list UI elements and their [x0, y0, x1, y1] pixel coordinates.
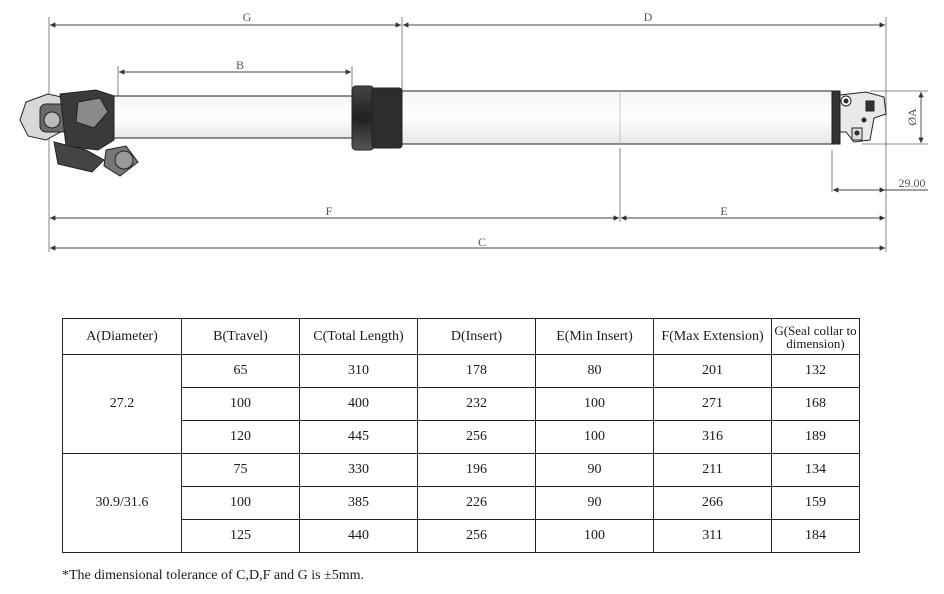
header-g: G(Seal collar to dimension)	[771, 318, 860, 355]
table-cell: 440	[299, 519, 418, 553]
header-d: D(Insert)	[417, 318, 536, 355]
table-row: 27.2 65 310 178 80 201 132	[62, 354, 860, 454]
table-cell: 168	[771, 387, 860, 421]
diameter-cell: 27.2	[62, 354, 182, 454]
table-cell: 400	[299, 387, 418, 421]
table-cell: 256	[417, 420, 536, 454]
dimension-lines	[50, 22, 928, 251]
table-cell: 201	[653, 354, 772, 388]
header-f: F(Max Extension)	[653, 318, 772, 355]
table-row: 30.9/31.6 75 330 196 90 211 134	[62, 453, 860, 553]
table-cell: 211	[653, 453, 772, 487]
table-cell: 178	[417, 354, 536, 388]
table-cell: 385	[299, 486, 418, 520]
label-b: B	[236, 58, 244, 72]
table-row: 100 385 226 90 266 159	[63, 486, 860, 520]
table-cell: 100	[535, 420, 654, 454]
label-d: D	[644, 10, 653, 24]
table-cell: 120	[181, 420, 300, 454]
header-c: C(Total Length)	[299, 318, 418, 355]
table-cell: 316	[653, 420, 772, 454]
svg-text:KS: KS	[358, 112, 368, 124]
table-cell: 100	[181, 486, 300, 520]
table-cell: 256	[417, 519, 536, 553]
table-cell: 125	[181, 519, 300, 553]
seatpost: KS	[19, 85, 887, 177]
spec-table: A(Diameter) B(Travel) C(Total Length) D(…	[62, 318, 860, 553]
stanchion-tube	[111, 95, 357, 139]
label-g: G	[243, 10, 252, 24]
table-cell: 100	[535, 519, 654, 553]
table-cell: 445	[299, 420, 418, 454]
table-cell: 132	[771, 354, 860, 388]
table-cell: 310	[299, 354, 418, 388]
table-cell: 271	[653, 387, 772, 421]
table-cell: 189	[771, 420, 860, 454]
table-cell: 100	[535, 387, 654, 421]
table-cell: 159	[771, 486, 860, 520]
table-cell: 184	[771, 519, 860, 553]
table-cell: 232	[417, 387, 536, 421]
diameter-cell: 30.9/31.6	[62, 453, 182, 553]
seatpost-dimension-drawing: G D B F E C 29.00 ØA KS	[19, 10, 928, 252]
table-row: 125 440 256 100 311 184	[63, 519, 860, 553]
table-cell: 80	[535, 354, 654, 388]
label-c: C	[478, 235, 486, 249]
table-row: 120 445 256 100 316 189	[63, 420, 860, 454]
table-row: 100 400 232 100 271 168	[63, 387, 860, 421]
table-cell: 196	[417, 453, 536, 487]
header-b: B(Travel)	[181, 318, 300, 355]
label-a: ØA	[905, 108, 919, 126]
table-cell: 226	[417, 486, 536, 520]
label-e: E	[720, 204, 727, 218]
table-header-row: A(Diameter) B(Travel) C(Total Length) D(…	[62, 318, 860, 355]
saddle-clamp-head	[19, 89, 139, 177]
label-offset: 29.00	[899, 176, 926, 190]
table-cell: 266	[653, 486, 772, 520]
cable-actuator	[831, 90, 887, 145]
label-f: F	[326, 204, 333, 218]
table-cell: 134	[771, 453, 860, 487]
lower-post	[401, 90, 833, 145]
table-cell: 65	[181, 354, 300, 388]
tolerance-note: *The dimensional tolerance of C,D,F and …	[62, 568, 365, 583]
table-cell: 100	[181, 387, 300, 421]
table-cell: 311	[653, 519, 772, 553]
table-cell: 90	[535, 453, 654, 487]
header-e: E(Min Insert)	[535, 318, 654, 355]
table-cell: 75	[181, 453, 300, 487]
header-a: A(Diameter)	[62, 318, 182, 355]
table-cell: 90	[535, 486, 654, 520]
table-cell: 330	[299, 453, 418, 487]
